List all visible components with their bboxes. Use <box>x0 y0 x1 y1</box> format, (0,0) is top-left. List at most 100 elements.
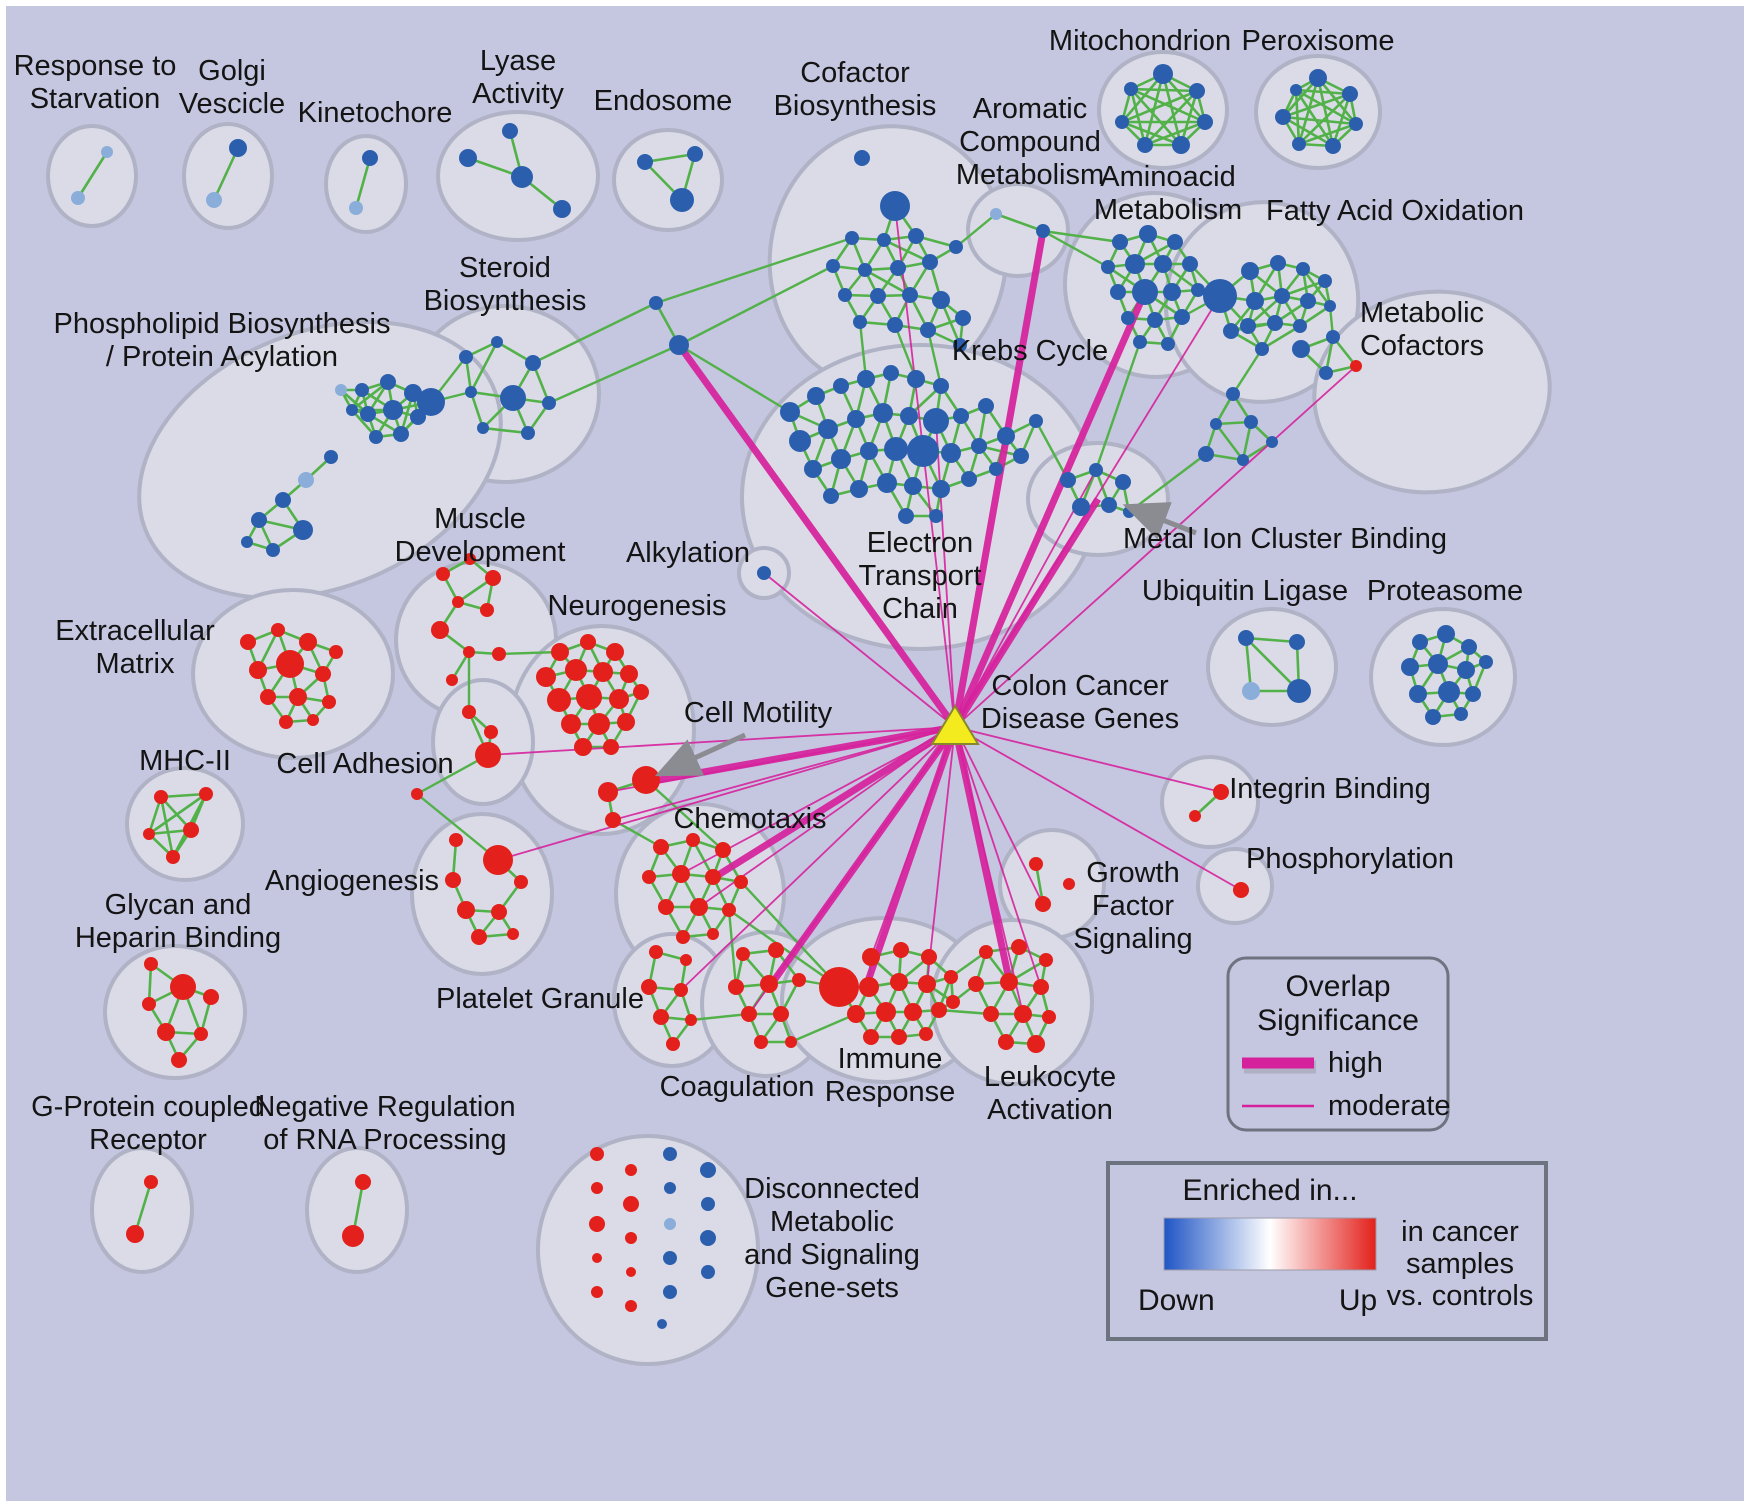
gene-set-node-disconnected-genesets <box>625 1232 637 1244</box>
gene-set-node-metal-ion-cluster-binding <box>1060 472 1076 488</box>
green-inter-edge <box>1231 348 1264 395</box>
gene-set-node-proteasome <box>1425 709 1441 725</box>
gene-set-node-aminoacid-metabolism <box>1147 312 1163 328</box>
gene-set-node-electron-transport-chain <box>780 402 800 422</box>
gene-set-node-proteasome <box>1465 686 1481 702</box>
gene-set-node-electron-transport-chain <box>877 473 897 493</box>
gene-set-node-metabolic-cofactors <box>1292 340 1310 358</box>
gene-set-node-negative-regulation-rna-processing <box>342 1225 364 1247</box>
gene-set-node-endosome <box>637 154 653 170</box>
label-disconnected-genesets: Gene-sets <box>765 1272 899 1304</box>
green-edge-mitochondrion <box>1144 120 1206 147</box>
green-edge-mitochondrion <box>1129 88 1147 146</box>
green-edge-response-to-starvation <box>76 151 109 199</box>
bubble-mitochondrion <box>1097 50 1229 170</box>
gene-set-node-aminoacid-metabolism <box>1163 283 1181 301</box>
gene-set-node-proteasome <box>1437 625 1455 643</box>
green-inter-edge <box>950 951 987 978</box>
gene-set-node-electron-transport-chain <box>932 480 950 498</box>
label-chemotaxis: Chemotaxis <box>673 803 826 835</box>
gene-set-node-metabolic-cofactors <box>1350 360 1362 372</box>
label-growth-factor-signaling: Growth <box>1086 857 1179 889</box>
gene-set-node-cofactor-biosynthesis <box>826 259 840 273</box>
green-edge-mhc-ii <box>160 792 207 799</box>
gene-set-node-growth-factor-signaling <box>1029 857 1043 871</box>
green-inter-edge <box>790 1012 857 1044</box>
gene-set-node-muscle-development <box>452 596 464 608</box>
gene-set-node-aromatic-compound-metabolism <box>1036 224 1050 238</box>
gene-set-node-cofactor-biosynthesis <box>922 254 938 270</box>
gene-set-node-platelet-granule <box>641 979 657 995</box>
gene-set-node-electron-transport-chain <box>823 488 839 504</box>
gene-set-node-mitochondrion <box>1172 136 1190 154</box>
gene-set-node-electron-transport-chain <box>907 370 925 388</box>
gene-set-node-electron-transport-chain <box>873 403 893 423</box>
gene-set-node-disconnected-genesets <box>589 1216 605 1232</box>
gene-set-node-peroxisome <box>1290 84 1302 96</box>
label-aminoacid-metabolism: Metabolism <box>1094 194 1242 226</box>
gene-set-node-fatty-acid-oxidation <box>1318 274 1332 288</box>
green-inter-edge <box>727 909 738 988</box>
overlap-edge-moderate <box>926 726 956 985</box>
green-edge-peroxisome <box>1282 115 1357 126</box>
green-edge-peroxisome <box>1282 115 1334 148</box>
label-response-to-starvation: Starvation <box>30 83 161 115</box>
gene-set-node-muscle-development <box>436 567 450 581</box>
gene-set-node-ubiquitin-ligase <box>1287 679 1311 703</box>
gene-set-node-bridge-nodes <box>669 335 689 355</box>
gene-set-node-aminoacid-metabolism <box>1101 260 1115 274</box>
gene-set-node-peroxisome <box>1349 117 1363 131</box>
gene-set-node-integrin-binding <box>1189 810 1201 822</box>
gene-set-node-disconnected-genesets <box>657 1319 667 1329</box>
gene-set-node-negative-regulation-rna-processing <box>355 1174 371 1190</box>
gene-set-node-mhc-ii <box>183 822 199 838</box>
gene-set-node-cofactor-biosynthesis <box>858 263 872 277</box>
gene-set-node-phospholipid-protein-acylation <box>241 536 253 548</box>
gene-set-node-platelet-granule <box>674 983 688 997</box>
label-negative-regulation-rna-processing: Negative Regulation <box>254 1091 515 1123</box>
gene-set-node-proteasome <box>1454 707 1468 721</box>
gene-set-node-extracellular-matrix <box>260 689 276 705</box>
overlap-edge-moderate <box>954 726 1044 905</box>
gene-set-node-metal-ion-cluster-binding <box>1115 474 1131 490</box>
gene-set-node-electron-transport-chain <box>850 480 868 498</box>
overlap-edge-moderate <box>870 726 956 958</box>
label-metabolic-cofactors: Cofactors <box>1360 330 1484 362</box>
gene-set-node-extracellular-matrix <box>299 633 317 651</box>
label-metal-ion-cluster-binding: Metal Ion Cluster Binding <box>1123 523 1447 555</box>
gene-set-node-cell-adhesion <box>484 725 498 739</box>
green-inter-edge <box>548 343 680 405</box>
green-edge-peroxisome <box>1316 77 1335 147</box>
gene-set-node-leukocyte-activation <box>979 945 993 959</box>
overlap-legend-title: Overlap <box>1285 970 1390 1003</box>
gene-set-node-lyase-activity <box>502 123 518 139</box>
label-krebs-cycle: Krebs Cycle <box>952 335 1108 367</box>
gene-set-node-cofactor-biosynthesis <box>908 228 924 244</box>
label-metabolic-cofactors: Metabolic <box>1360 297 1484 329</box>
gene-set-node-electron-transport-chain <box>804 460 822 478</box>
gene-set-node-fatty-acid-oxidation <box>1241 262 1259 280</box>
gene-set-node-electron-transport-chain <box>997 427 1015 445</box>
gene-set-node-angiogenesis <box>449 833 463 847</box>
gene-set-node-cell-adhesion <box>475 742 501 768</box>
green-edge-g-protein-coupled-receptor <box>133 1181 153 1235</box>
green-edge-endosome <box>644 152 696 164</box>
gene-set-node-neurogenesis <box>574 738 592 756</box>
green-inter-edge <box>690 1012 750 1022</box>
gene-set-node-aminoacid-metabolism <box>1191 283 1205 297</box>
gene-set-node-electron-transport-chain <box>904 477 922 495</box>
gene-set-node-steroid-biosynthesis <box>525 355 541 371</box>
label-immune-response: Immune <box>838 1043 943 1075</box>
gene-set-node-phospholipid-protein-acylation <box>417 388 445 416</box>
green-edge-mitochondrion <box>1121 73 1164 123</box>
gene-set-node-aminoacid-metabolism <box>1182 256 1198 272</box>
gene-set-node-extracellular-matrix <box>289 688 307 706</box>
overlap-edge-moderate <box>763 572 956 728</box>
gene-set-node-metabolic-chain <box>1244 415 1258 429</box>
gene-set-node-lyase-activity <box>553 200 571 218</box>
bubble-kinetochore <box>324 134 408 234</box>
overlap-edge-high <box>862 725 959 989</box>
gene-set-node-immune-response <box>921 949 937 965</box>
gene-set-node-immune-response <box>863 1029 879 1045</box>
